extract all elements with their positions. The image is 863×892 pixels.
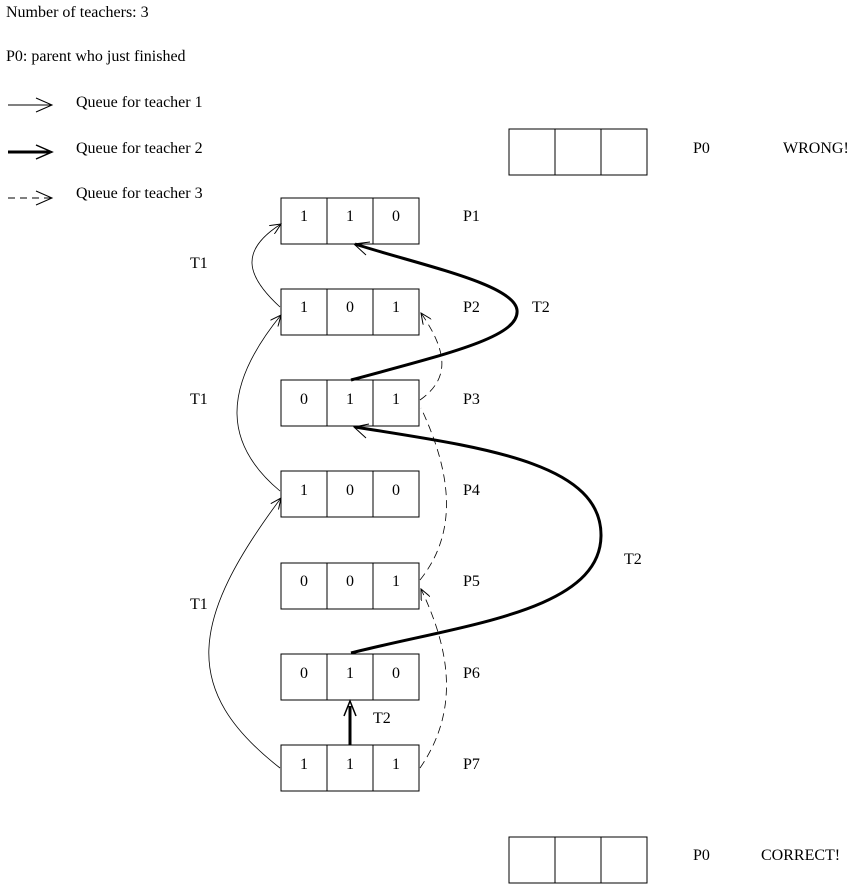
cell-value: 0 [392,208,400,225]
parent-label-p4: P4 [463,482,480,499]
cell-value: 1 [392,756,400,773]
t1-arrow-p4-to-p2 [236,315,281,492]
parent-box-p3: 0 1 1 [280,379,420,427]
legend: Queue for teacher 1 Queue for teacher 2 … [8,94,203,206]
p0-definition-text: P0: parent who just finished [6,48,186,65]
parent-label-p6: P6 [463,665,480,682]
parent-label-p2: P2 [463,299,480,316]
cell-value: 1 [392,573,400,590]
parent-label-p7: P7 [463,756,480,773]
cell-value: 0 [346,482,354,499]
legend-label: Queue for teacher 2 [76,140,203,157]
t2-curve-p6-to-p3 [350,425,603,655]
correct-verdict: CORRECT! [761,847,840,864]
cell-value: 1 [346,665,354,682]
t1-arrow-p2-to-p1 [251,224,281,308]
edge-label-t1: T1 [190,391,208,408]
parent-label-p3: P3 [463,391,480,408]
t3-arrow-p7-to-p5 [419,589,447,769]
parent-box-p5: 0 0 1 [280,562,420,610]
parent-box-p7: 1 1 1 [280,744,420,792]
legend-item-teacher-1: Queue for teacher 1 [8,94,203,113]
edge-label-t1: T1 [190,255,208,272]
t2-curve-p3-to-p1 [350,242,519,382]
cell-value: 0 [300,573,308,590]
cell-value: 1 [300,756,308,773]
cell-value: 0 [300,391,308,408]
cell-value: 1 [392,299,400,316]
parent-label-p1: P1 [463,208,480,225]
p0-wrong-box [508,128,648,176]
cell-value: 1 [346,391,354,408]
edge-label-t1: T1 [190,596,208,613]
cell-value: 1 [300,299,308,316]
legend-item-teacher-3: Queue for teacher 3 [8,185,203,206]
cell-value: 0 [392,665,400,682]
legend-label: Queue for teacher 3 [76,185,203,202]
cell-value: 1 [346,756,354,773]
cell-value: 0 [392,482,400,499]
p0-correct-box [508,836,648,884]
cell-value: 1 [300,482,308,499]
edge-label-t2: T2 [532,299,550,316]
cell-value: 1 [300,208,308,225]
p0-wrong-label: P0 [693,140,710,157]
parent-box-p1: 1 1 0 [280,197,420,245]
cell-value: 0 [346,299,354,316]
parent-label-p5: P5 [463,573,480,590]
t1-arrow-p7-to-p4 [208,498,281,769]
edge-label-t2: T2 [624,551,642,568]
t3-arrow-p5-to-p3 [419,407,447,581]
edge-label-t2: T2 [373,710,391,727]
cell-value: 1 [392,391,400,408]
p0-correct-label: P0 [693,847,710,864]
cell-value: 1 [346,208,354,225]
parent-box-p4: 1 0 0 [280,470,420,518]
teachers-count-text: Number of teachers: 3 [6,4,149,21]
wrong-verdict: WRONG! [783,140,849,157]
parent-box-p6: 0 1 0 [280,653,420,701]
t3-arrow-p3-to-p2 [419,313,443,401]
t2-arrowhead-icon [343,698,357,717]
legend-label: Queue for teacher 1 [76,94,203,111]
cell-value: 0 [300,665,308,682]
legend-item-teacher-2: Queue for teacher 2 [8,140,203,160]
parent-box-p2: 1 0 1 [280,288,420,336]
cell-value: 0 [346,573,354,590]
